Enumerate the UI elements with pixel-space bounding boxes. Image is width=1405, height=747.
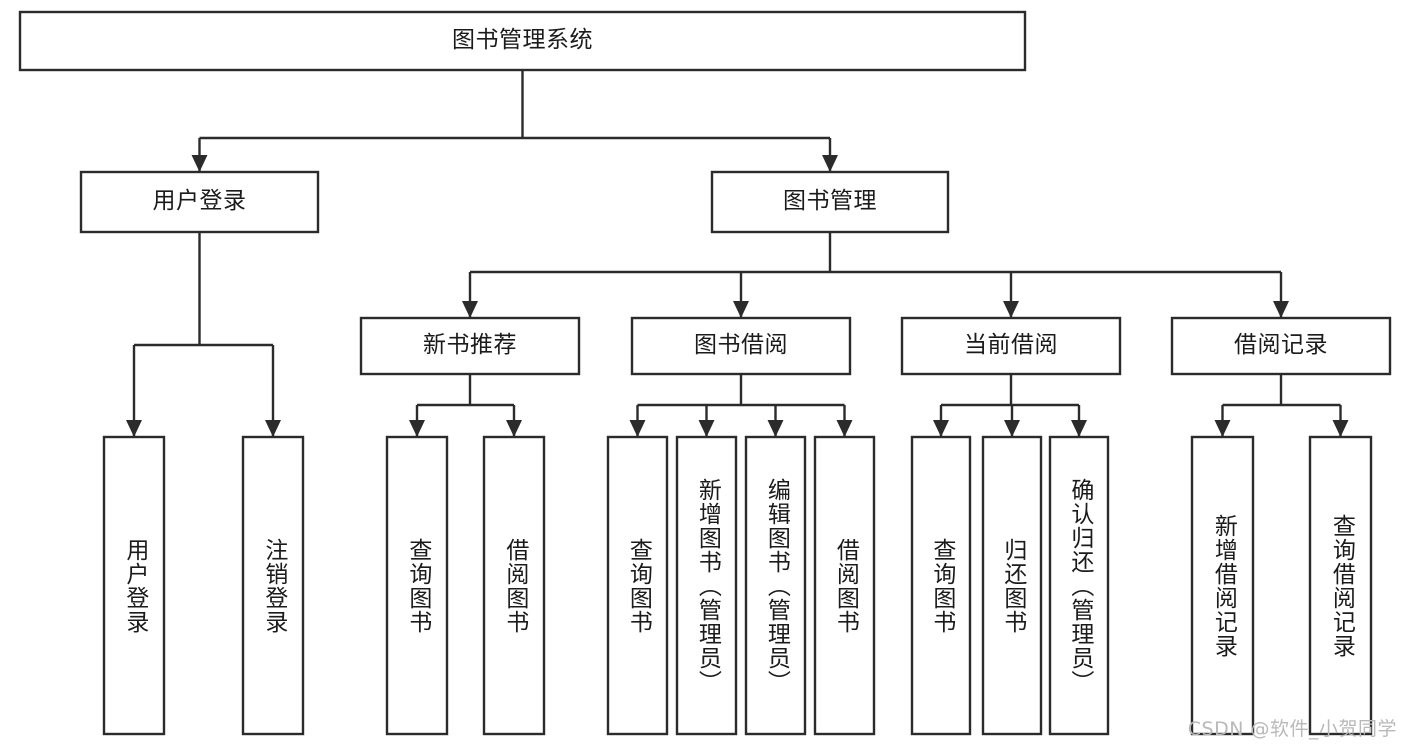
node-box-leaf-11[interactable] — [1190, 435, 1255, 736]
group-2-to-leaves-arrow-1 — [1004, 420, 1020, 437]
node-box-leaf-5[interactable] — [675, 435, 738, 736]
group-2-to-leaves-arrow-0 — [933, 420, 949, 437]
userlogin-to-leaves-arrow-0 — [126, 420, 142, 437]
node-box-leaf-3[interactable] — [482, 435, 546, 736]
group-0-to-leaves-arrow-1 — [506, 420, 522, 437]
group-0-to-leaves-arrow-0 — [409, 420, 425, 437]
node-box-leaf-0[interactable] — [102, 435, 166, 736]
node-box-leaf-1[interactable] — [241, 435, 305, 736]
group-1-to-leaves-arrow-0 — [629, 420, 646, 437]
bookmgmt-to-groups-arrow-2 — [1003, 301, 1019, 318]
group-1-to-leaves-arrow-3 — [836, 420, 853, 437]
node-box-level2-1[interactable] — [710, 170, 950, 234]
bookmgmt-to-groups-arrow-3 — [1273, 301, 1289, 318]
node-box-level3-2[interactable] — [900, 316, 1122, 376]
node-box-leaf-8[interactable] — [910, 435, 972, 736]
node-box-leaf-10[interactable] — [1048, 435, 1110, 736]
userlogin-to-leaves-arrow-1 — [265, 420, 281, 437]
bookmgmt-to-groups-arrow-0 — [462, 301, 478, 318]
node-box-leaf-7[interactable] — [813, 435, 876, 736]
node-box-root-0[interactable] — [18, 10, 1027, 72]
node-box-leaf-4[interactable] — [606, 435, 669, 736]
connector-layer — [126, 70, 1349, 437]
node-box-leaf-12[interactable] — [1308, 435, 1373, 736]
root-to-level2-arrow-0 — [191, 155, 208, 172]
root-to-level2-arrow-1 — [822, 155, 838, 172]
node-box-level3-3[interactable] — [1170, 316, 1392, 376]
group-2-to-leaves-arrow-2 — [1071, 420, 1087, 437]
node-box-leaf-9[interactable] — [981, 435, 1043, 736]
group-3-to-leaves-arrow-1 — [1332, 420, 1349, 437]
group-1-to-leaves-arrow-1 — [698, 420, 715, 437]
node-box-level3-1[interactable] — [630, 316, 852, 376]
group-1-to-leaves-arrow-2 — [767, 420, 784, 437]
bookmgmt-to-groups-arrow-1 — [733, 301, 749, 318]
node-box-level2-0[interactable] — [79, 170, 320, 234]
group-3-to-leaves-arrow-0 — [1214, 420, 1231, 437]
node-box-layer — [18, 10, 1392, 736]
node-box-leaf-2[interactable] — [385, 435, 449, 736]
node-box-leaf-6[interactable] — [744, 435, 807, 736]
node-box-level3-0[interactable] — [359, 316, 581, 376]
